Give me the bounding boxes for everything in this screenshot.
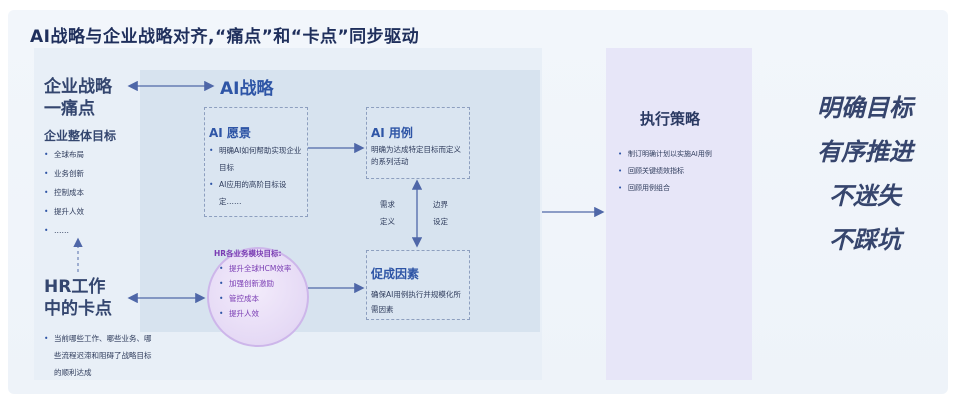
demand-definition-label: 需求 定义 bbox=[380, 200, 395, 226]
ai-use-case-box bbox=[366, 107, 470, 179]
execution-strategy-panel bbox=[606, 48, 752, 380]
outcome-item: 不踩坑 bbox=[829, 225, 901, 254]
outcome-item: 不迷失 bbox=[829, 181, 901, 210]
list-item: AI应用的高阶目标设定…… bbox=[209, 176, 304, 210]
enterprise-heading-line1: 企业战略 bbox=[44, 77, 112, 97]
ai-vision-title: AI 愿景 bbox=[209, 126, 251, 140]
execution-strategy-list: 制订明确计划以实施AI用例 回顾关键绩效指标 回顾用例组合 bbox=[618, 146, 746, 196]
hr-bottleneck-heading: HR工作 中的卡点 bbox=[44, 276, 112, 320]
enablers-box bbox=[366, 250, 470, 320]
outcome-item: 有序推进 bbox=[817, 137, 913, 166]
list-item: 提升全球HCM效率 bbox=[219, 261, 291, 276]
ai-use-case-desc: 明确为达成特定目标而定义的系列活动 bbox=[371, 145, 461, 166]
enterprise-goal-list: 全球布局 业务创新 控制成本 提升人效 …… bbox=[44, 145, 84, 240]
list-item: 业务创新 bbox=[44, 164, 84, 183]
outcome-list: 明确目标 有序推进 不迷失 不踩坑 bbox=[790, 88, 940, 260]
hr-note-line: 的顺利达成 bbox=[54, 368, 92, 377]
ai-use-case-title: AI 用例 bbox=[371, 126, 413, 140]
list-item: 制订明确计划以实施AI用例 bbox=[618, 146, 746, 162]
list-item: 明确AI如何帮助实现企业目标 bbox=[209, 142, 304, 176]
enablers-desc: 确保AI用例执行并规模化所需因素 bbox=[371, 290, 461, 314]
hr-heading-line2: 中的卡点 bbox=[44, 299, 112, 319]
hr-business-goals-list: 提升全球HCM效率 加强创新激励 管控成本 提升人效 bbox=[219, 261, 291, 321]
list-item: 提升人效 bbox=[44, 202, 84, 221]
slide-title: AI战略与企业战略对齐,“痛点”和“卡点”同步驱动 bbox=[30, 27, 420, 47]
hr-bottleneck-note: •当前哪些工作、哪些业务、哪 些流程迟滞和阻碍了战略目标 的顺利达成 bbox=[44, 330, 152, 381]
enterprise-heading-line2: 一痛点 bbox=[44, 99, 95, 119]
boundary-setting-label: 边界 设定 bbox=[433, 200, 448, 226]
list-item: …… bbox=[44, 221, 84, 240]
list-item: 提升人效 bbox=[219, 306, 291, 321]
hr-business-goals-title: HR各业务模块目标: bbox=[214, 249, 282, 258]
enablers-title: 促成因素 bbox=[371, 267, 420, 281]
hr-note-line: 些流程迟滞和阻碍了战略目标 bbox=[54, 351, 152, 360]
enterprise-strategy-heading: 企业战略 一痛点 bbox=[44, 76, 112, 120]
execution-strategy-title: 执行策略 bbox=[640, 110, 701, 128]
ai-strategy-label: AI战略 bbox=[220, 79, 274, 99]
hr-note-line: 当前哪些工作、哪些业务、哪 bbox=[54, 334, 152, 343]
list-item: 回顾用例组合 bbox=[618, 180, 746, 196]
outcome-item: 明确目标 bbox=[817, 93, 913, 122]
enterprise-goal-title: 企业整体目标 bbox=[44, 129, 117, 143]
list-item: 加强创新激励 bbox=[219, 276, 291, 291]
list-item: 回顾关键绩效指标 bbox=[618, 162, 746, 180]
ai-vision-list: 明确AI如何帮助实现企业目标 AI应用的高阶目标设定…… bbox=[209, 142, 304, 210]
list-item: 控制成本 bbox=[44, 183, 84, 202]
hr-heading-line1: HR工作 bbox=[44, 277, 106, 297]
list-item: 全球布局 bbox=[44, 145, 84, 164]
list-item: 管控成本 bbox=[219, 291, 291, 306]
